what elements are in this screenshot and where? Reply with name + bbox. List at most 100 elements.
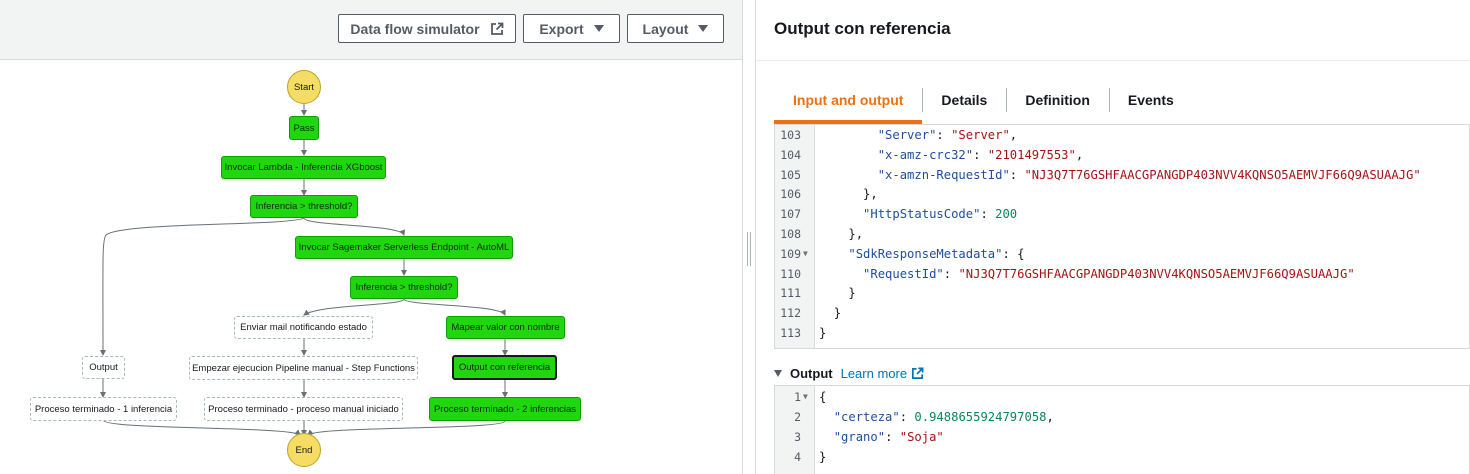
panel-title: Output con referencia <box>774 19 951 38</box>
code-line: 111 } <box>775 283 1469 303</box>
collapse-caret-icon[interactable] <box>774 369 782 377</box>
line-number: 107 <box>780 207 801 222</box>
json-key: "x-amzn-RequestId" <box>877 167 1010 182</box>
tab-input-and-output[interactable]: Input and output <box>774 78 923 124</box>
code-line: 108 }, <box>775 224 1469 244</box>
state-pass[interactable]: Pass <box>289 116 319 140</box>
line-number: 3 <box>794 430 801 444</box>
end-state[interactable]: End <box>287 433 321 467</box>
layout-button[interactable]: Layout <box>627 14 724 43</box>
code-line: 105 "x-amzn-RequestId": "NJ3Q7T76GSHFAAC… <box>775 165 1469 185</box>
tab-details[interactable]: Details <box>922 78 1006 122</box>
code-line: 103 "Server": "Server", <box>775 125 1469 145</box>
output-code-viewer[interactable]: 1▼{2 "certeza": 0.9488655924797058,3 "gr… <box>774 385 1470 474</box>
json-value: "Soja" <box>899 430 944 444</box>
line-number: 103 <box>780 128 801 142</box>
state-mapear-valor[interactable]: Mapear valor con nombre <box>446 316 565 339</box>
state-proceso-terminado-2[interactable]: Proceso terminado - 2 inferencias <box>429 397 581 421</box>
state-empezar-pipeline[interactable]: Empezar ejecucion Pipeline manual - Step… <box>189 356 418 380</box>
edge <box>307 420 506 436</box>
line-number: 2 <box>794 410 801 424</box>
edge <box>99 217 305 356</box>
code-text: { <box>819 390 827 404</box>
code-text: }, <box>863 187 878 202</box>
state-output-con-referencia[interactable]: Output con referencia <box>452 355 557 380</box>
state-invocar-sagemaker[interactable]: Invocar Sagemaker Serverless Endpoint - … <box>295 236 513 259</box>
input-code-viewer[interactable]: 103 "Server": "Server", 104 "x-amz-crc32"… <box>774 124 1470 349</box>
tab-definition[interactable]: Definition <box>1006 78 1109 122</box>
line-number: 104 <box>780 147 801 162</box>
state-label: Proceso terminado - 1 inferencia <box>34 403 173 415</box>
code-line: 107 "HttpStatusCode": 200 <box>775 204 1469 224</box>
fold-toggle-icon[interactable]: ▼ <box>803 248 808 258</box>
json-value: "NJ3Q7T76GSHFAACGPANGDP403NVV4KQNSO5AEMV… <box>1024 167 1421 182</box>
state-invocar-lambda[interactable]: Invocar Lambda - Inferencia XGboost <box>221 156 386 179</box>
state-label: Invocar Lambda - Inferencia XGboost <box>224 162 383 173</box>
end-state-label: End <box>295 444 313 456</box>
pane-splitter[interactable] <box>742 0 756 474</box>
learn-more-link[interactable]: Learn more <box>840 365 908 381</box>
line-number: 112 <box>780 306 801 321</box>
json-value: "Server" <box>951 128 1010 142</box>
edge <box>102 419 301 436</box>
code-line: 112 } <box>775 303 1469 323</box>
code-text: "SdkResponseMetadata": { <box>848 246 1025 261</box>
state-label: Proceso terminado - proceso manual inici… <box>208 403 399 415</box>
json-key: "RequestId" <box>863 266 944 281</box>
json-key: "grano" <box>833 430 886 444</box>
start-state-label: Start <box>293 81 315 93</box>
fold-toggle-icon[interactable]: ▼ <box>803 392 808 401</box>
graph-pane: Data flow simulator Export Layout <box>0 0 742 474</box>
tab-events[interactable]: Events <box>1108 78 1193 122</box>
line-number: 113 <box>780 326 801 340</box>
state-label: Proceso terminado - 2 inferencias <box>433 403 577 415</box>
line-number: 105 <box>780 167 801 182</box>
json-key: "HttpStatusCode" <box>863 207 981 222</box>
code-text: } <box>819 326 827 340</box>
output-section-label: Output <box>790 365 833 381</box>
code-line: 4} <box>775 447 1469 467</box>
state-label: Empezar ejecucion Pipeline manual - Step… <box>192 362 415 374</box>
json-value: 200 <box>995 207 1018 222</box>
start-state[interactable]: Start <box>287 70 321 104</box>
divider <box>756 60 1470 61</box>
code-text: } <box>848 286 856 301</box>
code-text: "RequestId": "NJ3Q7T76GSHFAACGPANGDP403N… <box>863 266 1355 281</box>
state-label: Mapear valor con nombre <box>451 322 560 333</box>
state-enviar-mail[interactable]: Enviar mail notificando estado <box>234 316 373 339</box>
drag-handle-icon[interactable] <box>747 232 751 266</box>
layout-label: Layout <box>642 20 689 37</box>
code-text: "Server": "Server", <box>877 128 1018 142</box>
code-text: "x-amz-crc32": "2101497553", <box>877 147 1084 162</box>
state-label: Enviar mail notificando estado <box>240 322 367 333</box>
json-value: "2101497553" <box>987 147 1076 162</box>
output-section-header: Output Learn more <box>774 363 924 383</box>
graph-toolbar: Data flow simulator Export Layout <box>0 0 742 60</box>
line-number: 109 <box>780 246 801 261</box>
line-number: 106 <box>780 187 801 202</box>
data-flow-simulator-label: Data flow simulator <box>350 20 480 37</box>
export-label: Export <box>539 20 584 37</box>
state-label: Output con referencia <box>458 362 551 373</box>
state-machine-graph: Start Pass Invocar Lambda - Inferencia X… <box>0 60 742 474</box>
json-key: "certeza" <box>833 410 900 424</box>
line-number: 108 <box>780 227 801 241</box>
state-choice-threshold-2[interactable]: Inferencia > threshold? <box>350 276 458 299</box>
export-button[interactable]: Export <box>523 14 620 43</box>
external-link-icon[interactable] <box>911 367 924 380</box>
state-proceso-terminado-manual[interactable]: Proceso terminado - proceso manual inici… <box>204 397 403 421</box>
data-flow-simulator-button[interactable]: Data flow simulator <box>338 14 516 43</box>
state-label: Output <box>89 362 118 373</box>
edge <box>403 298 506 316</box>
state-choice-threshold-1[interactable]: Inferencia > threshold? <box>250 195 358 218</box>
edge <box>303 298 405 316</box>
code-line: 2 "certeza": 0.9488655924797058, <box>775 407 1469 427</box>
code-text: "HttpStatusCode": 200 <box>863 207 1018 222</box>
caret-down-icon <box>593 25 604 32</box>
line-number: 110 <box>780 266 801 281</box>
code-text: } <box>833 306 842 321</box>
state-output[interactable]: Output <box>82 356 125 379</box>
external-link-icon <box>490 22 503 35</box>
state-proceso-terminado-1[interactable]: Proceso terminado - 1 inferencia <box>30 397 177 421</box>
json-key: "x-amz-crc32" <box>877 147 974 162</box>
